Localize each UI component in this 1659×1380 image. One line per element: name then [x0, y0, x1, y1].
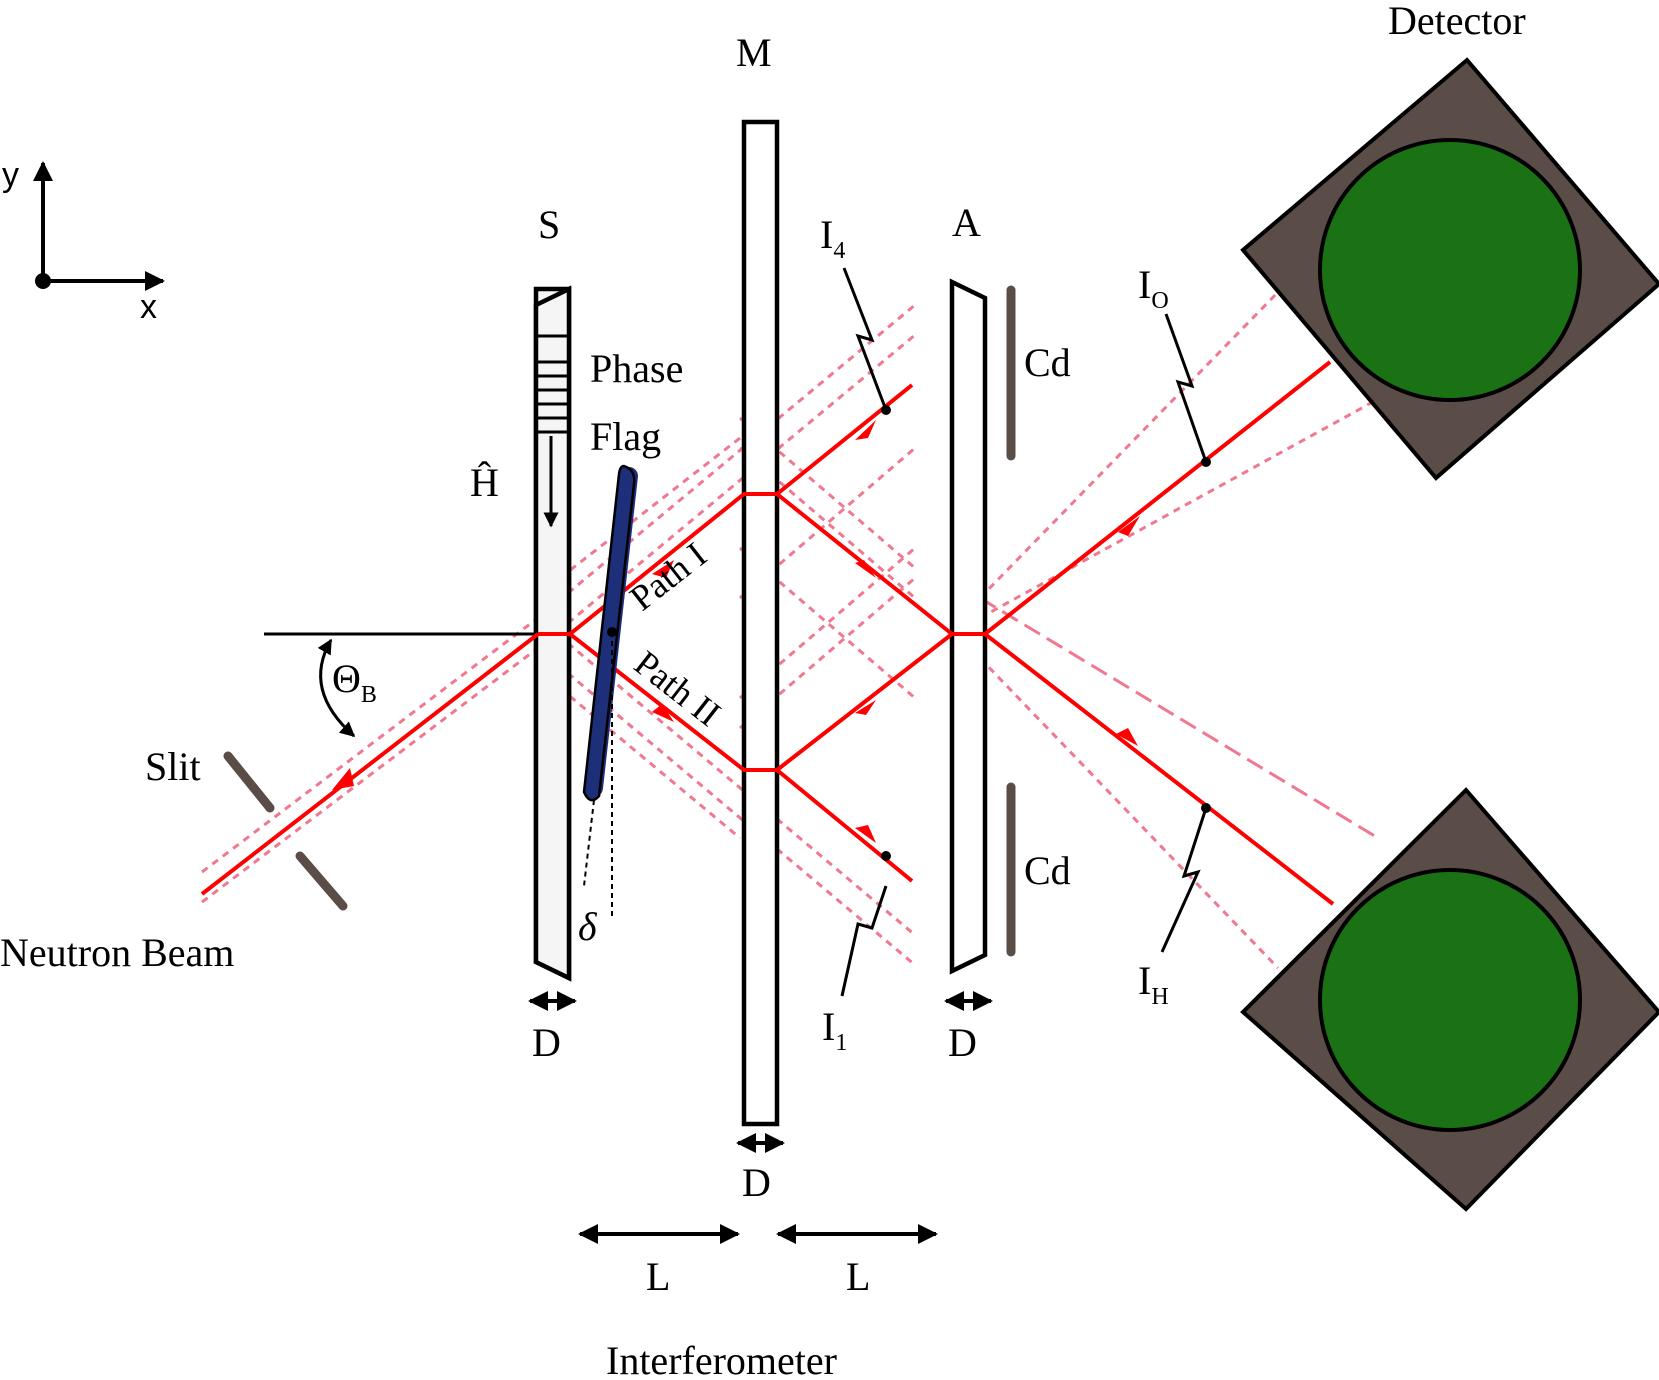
- axis-y-label: y: [2, 156, 19, 194]
- phase-flag-label-2: Flag: [590, 414, 661, 459]
- ih-label: IH: [1138, 958, 1169, 1010]
- splitter-rungs: [538, 334, 569, 434]
- intensity-leaders: [840, 267, 1208, 997]
- analyzer-plate: [949, 278, 988, 975]
- l-right-label: L: [846, 1254, 870, 1299]
- axis-x-label: x: [140, 288, 157, 326]
- coordinate-axes: y x: [2, 156, 165, 326]
- detector-label: Detector: [1388, 0, 1526, 43]
- analyzer-label: A: [952, 200, 981, 245]
- mirror-label: M: [736, 30, 772, 75]
- splitter-label: S: [538, 202, 560, 247]
- path-1-label: Path I: [622, 534, 714, 618]
- detector-top: [1240, 57, 1659, 481]
- neutron-beam-paths: [200, 360, 1335, 906]
- neutron-beam-label: Neutron Beam: [0, 930, 234, 975]
- d-mirror-label: D: [742, 1160, 771, 1205]
- cd-bottom-label: Cd: [1024, 848, 1071, 893]
- slit: [223, 751, 348, 911]
- h-hat-label: Ĥ: [470, 460, 499, 505]
- detector-bottom: [1240, 787, 1659, 1212]
- beam-envelope-lines: [201, 286, 1381, 970]
- io-label: IO: [1138, 262, 1169, 314]
- l-left-label: L: [646, 1254, 670, 1299]
- i4-label: I4: [820, 212, 845, 264]
- d-analyzer-label: D: [948, 1020, 977, 1065]
- slit-label: Slit: [145, 744, 201, 789]
- mirror-plate: [741, 119, 780, 1127]
- bragg-angle-label: ΘB: [332, 656, 377, 708]
- phase-flag-label-1: Phase: [590, 346, 683, 391]
- i1-label: I1: [822, 1004, 847, 1056]
- delta-label: δ: [578, 904, 598, 949]
- thickness-markers: [528, 991, 993, 1153]
- interferometer-label: Interferometer: [606, 1338, 837, 1380]
- d-splitter-label: D: [532, 1020, 561, 1065]
- cd-top-label: Cd: [1024, 340, 1071, 385]
